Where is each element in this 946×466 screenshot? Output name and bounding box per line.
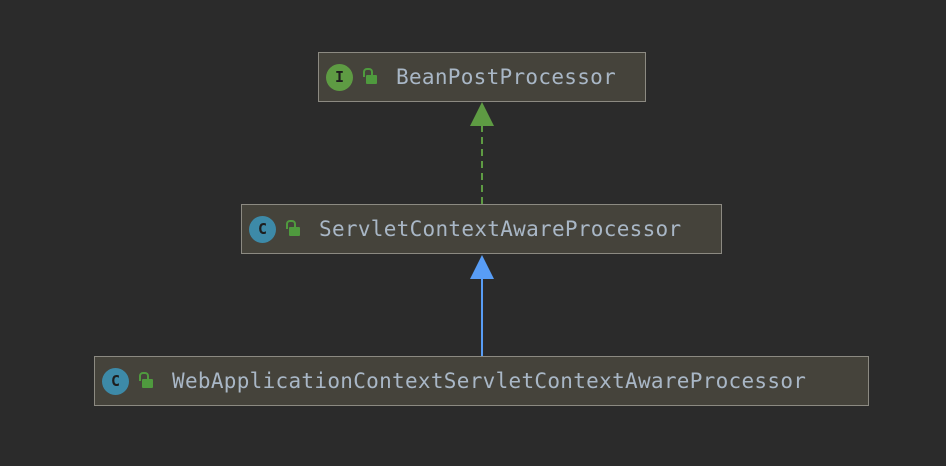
implements-arrowhead [470, 102, 494, 126]
node-bean-post-processor[interactable]: I BeanPostProcessor [318, 52, 646, 102]
node-servlet-context-aware-processor[interactable]: C ServletContextAwareProcessor [241, 204, 722, 254]
open-lock-icon [361, 67, 379, 87]
class-icon: C [249, 215, 276, 243]
open-lock-icon [137, 371, 155, 391]
node-label: WebApplicationContextServletContextAware… [172, 369, 807, 393]
interface-icon: I [326, 63, 353, 91]
node-label: BeanPostProcessor [396, 65, 617, 89]
open-lock-icon [284, 219, 302, 239]
extends-arrowhead [470, 255, 494, 279]
class-icon: C [102, 367, 129, 395]
node-web-application-context-servlet-context-aware-processor[interactable]: C WebApplicationContextServletContextAwa… [94, 356, 869, 406]
node-label: ServletContextAwareProcessor [319, 217, 682, 241]
